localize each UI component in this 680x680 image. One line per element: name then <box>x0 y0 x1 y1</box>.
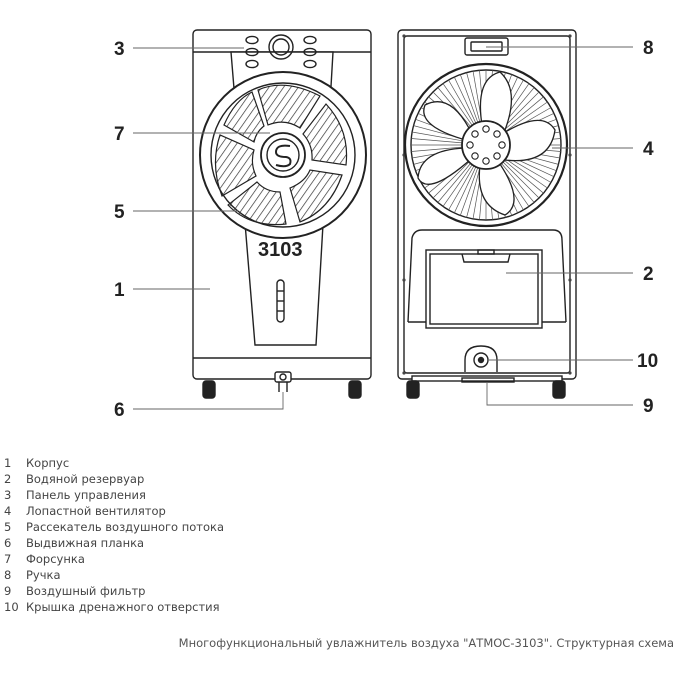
legend-item: 5 Рассекатель воздушного потока <box>4 519 224 535</box>
legend-list: 1 Корпус 2 Водяной резервуар 3 Панель управ… <box>4 455 224 615</box>
callout-8: 8 <box>643 38 654 59</box>
front-view <box>192 29 372 399</box>
grille-spoke <box>442 164 473 207</box>
grille-spoke <box>412 131 463 142</box>
callout-1: 1 <box>114 280 125 301</box>
grille-spoke <box>432 161 470 199</box>
nozzle-icon <box>274 144 292 168</box>
airflow-deflector <box>214 84 348 226</box>
legend-item-text: Воздушный фильтр <box>26 584 146 598</box>
legend-item-text: Рассекатель воздушного потока <box>26 520 225 534</box>
grille-spoke <box>505 158 548 189</box>
grille-spoke <box>504 96 544 130</box>
hub-dots <box>466 125 506 165</box>
callout-6: 6 <box>114 400 125 421</box>
grille-spoke <box>502 161 540 199</box>
grille-spoke <box>453 76 477 124</box>
grille-spoke <box>411 146 463 152</box>
grille-spoke <box>504 160 544 194</box>
handle <box>464 37 509 56</box>
grille-spoke <box>459 167 479 216</box>
leader-lines <box>133 46 633 410</box>
legend-item-text: Панель управления <box>26 488 146 502</box>
legend-item-text: Ручка <box>26 568 61 582</box>
legend-item: 9 Воздушный фильтр <box>4 583 224 599</box>
callout-9: 9 <box>643 396 654 417</box>
grille-spoke <box>501 163 535 203</box>
legend-item: 4 Лопастной вентилятор <box>4 503 224 519</box>
callout-5: 5 <box>114 202 125 223</box>
grille-spoke <box>466 168 481 218</box>
grille-spoke <box>459 74 479 123</box>
grille-spoke <box>411 138 463 144</box>
back-wheels <box>406 380 566 399</box>
legend-item: 7 Форсунка <box>4 551 224 567</box>
legend-item-text: Лопастной вентилятор <box>26 504 166 518</box>
device-diagram: 3103 <box>114 29 658 421</box>
grille-spoke <box>502 91 540 129</box>
sliding-bar <box>274 371 292 392</box>
grille-spoke <box>505 101 548 132</box>
front-wheels <box>202 380 362 399</box>
grille-spoke <box>442 83 473 126</box>
legend-item-number: 6 <box>4 536 12 550</box>
legend-item-text: Выдвижная планка <box>26 536 145 550</box>
legend-item-number: 9 <box>4 584 12 598</box>
back-view <box>397 29 577 399</box>
legend-item: 8 Ручка <box>4 567 224 583</box>
grille-spoke <box>448 79 475 125</box>
grille-spoke <box>466 72 481 122</box>
legend-item: 3 Панель управления <box>4 487 224 503</box>
legend-item: 6 Выдвижная планка <box>4 535 224 551</box>
legend-item: 10 Крышка дренажного отверстия <box>4 599 224 615</box>
legend-item: 1 Корпус <box>4 455 224 471</box>
callout-7: 7 <box>114 124 125 145</box>
legend-item: 2 Водяной резервуар <box>4 471 224 487</box>
legend-item-text: Корпус <box>26 456 70 470</box>
legend-item-number: 7 <box>4 552 12 566</box>
legend-item-number: 10 <box>4 600 19 614</box>
grille-spoke <box>453 166 477 214</box>
figure-caption: Многофункциональный увлажнитель воздуха … <box>178 636 674 650</box>
callout-2: 2 <box>643 264 654 285</box>
control-panel <box>245 34 317 69</box>
callout-3: 3 <box>114 39 125 60</box>
legend-item-number: 2 <box>4 472 12 486</box>
back-fan-hub <box>461 120 511 170</box>
back-rivets <box>402 34 572 375</box>
legend-item-number: 3 <box>4 488 12 502</box>
indicator-slots <box>276 279 285 323</box>
grille-spoke <box>448 165 475 211</box>
grille-spoke <box>437 87 471 127</box>
callout-numbers: 3 7 5 1 6 8 4 2 10 9 <box>114 38 658 421</box>
legend-item-number: 4 <box>4 504 12 518</box>
legend-item-text: Крышка дренажного отверстия <box>26 600 220 614</box>
legend-item-text: Форсунка <box>26 552 85 566</box>
model-label: 3103 <box>258 239 303 261</box>
callout-10: 10 <box>637 351 658 372</box>
grille-spoke <box>437 163 471 203</box>
legend-item-text: Водяной резервуар <box>26 472 145 486</box>
water-reservoir <box>407 229 567 329</box>
legend-item-number: 1 <box>4 456 12 470</box>
air-filter <box>411 375 563 383</box>
legend-item-number: 5 <box>4 520 12 534</box>
legend-item-number: 8 <box>4 568 12 582</box>
drain-cover <box>464 345 498 372</box>
callout-4: 4 <box>643 139 654 160</box>
